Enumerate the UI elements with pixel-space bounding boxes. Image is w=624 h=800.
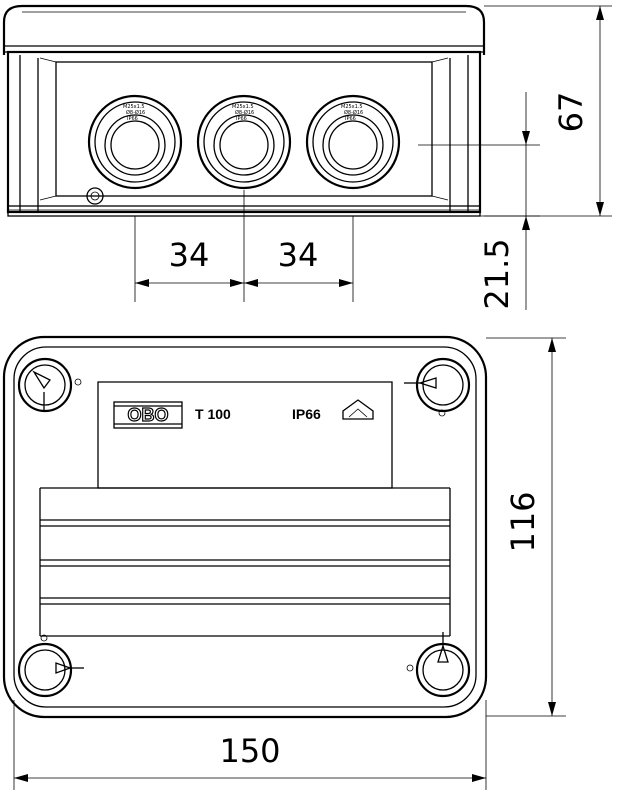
dimension-width-label: 150 — [219, 732, 280, 770]
dimension-spacing-left-label: 34 — [169, 236, 210, 274]
svg-text:IP66: IP66 — [236, 116, 247, 122]
lid-top-outline — [2, 335, 488, 719]
cable-gland-right: M25x1.5 Ø8-Ø16 IP66 — [305, 94, 401, 190]
dimension-offset-label: 21.5 — [478, 238, 516, 309]
svg-text:Ø8-Ø16: Ø8-Ø16 — [126, 109, 145, 116]
pressure-vent-icon — [86, 187, 104, 205]
entry-panel — [55, 61, 433, 197]
dimension-spacing-right-label: 34 — [278, 236, 319, 274]
dimension-offset: 21.5 — [418, 92, 540, 310]
dimension-height-label: 67 — [552, 92, 590, 133]
obo-logo: OBO — [113, 401, 183, 429]
dimension-width: 150 — [13, 700, 487, 790]
label-area — [97, 381, 393, 489]
screw-bottom-left — [17, 634, 84, 698]
svg-text:IP66: IP66 — [345, 116, 356, 122]
svg-text:OBO: OBO — [127, 405, 168, 425]
screw-bottom-right — [406, 632, 471, 698]
screw-top-right — [404, 357, 471, 417]
cable-gland-left: M25x1.5 Ø8-Ø16 IP66 — [87, 94, 183, 190]
cable-gland-center: M25x1.5 Ø8-Ø16 IP66 — [196, 94, 292, 190]
screw-top-left — [17, 357, 82, 413]
lid-outline — [2, 4, 486, 55]
svg-text:IP66: IP66 — [127, 116, 138, 122]
svg-text:M25x1.5: M25x1.5 — [341, 104, 363, 110]
dimension-height: 67 — [484, 5, 612, 217]
model-label: T 100 — [195, 406, 231, 422]
svg-text:Ø8-Ø16: Ø8-Ø16 — [235, 109, 254, 116]
svg-text:M25x1.5: M25x1.5 — [123, 104, 145, 110]
dimension-spacing: 34 34 — [134, 190, 354, 302]
svg-text:Ø8-Ø16: Ø8-Ø16 — [344, 109, 363, 116]
top-view: OBO T 100 IP66 — [2, 335, 566, 790]
lid-ribs — [39, 487, 451, 637]
house-mark-icon — [342, 399, 374, 420]
svg-text:M25x1.5: M25x1.5 — [232, 104, 254, 110]
side-view: M25x1.5 Ø8-Ø16 IP66 M25x1.5 Ø8-Ø16 IP66 … — [2, 4, 612, 310]
protection-label: IP66 — [292, 406, 321, 422]
dimension-depth: 116 — [486, 337, 566, 717]
dimension-depth-label: 116 — [504, 491, 542, 552]
